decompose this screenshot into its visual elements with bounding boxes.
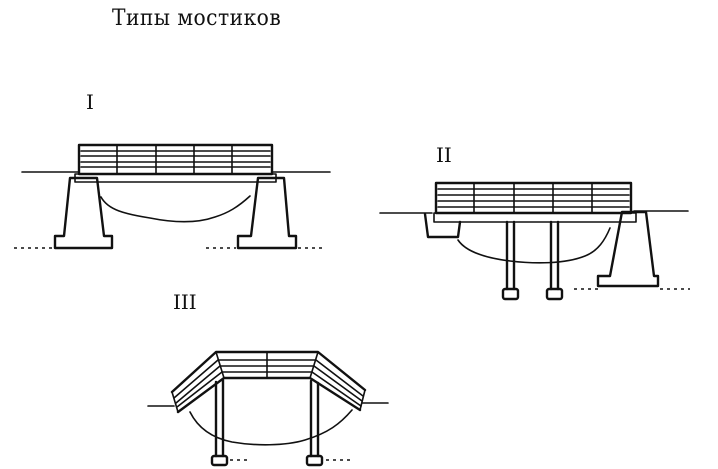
bridge-1-deck	[74, 143, 277, 183]
bridge-3-deck	[170, 350, 367, 414]
bridge-type-2-label: II	[436, 143, 452, 167]
bridge-type-3	[147, 350, 389, 467]
bridge-2-pile-right	[545, 220, 564, 301]
bridge-3-pile-right	[305, 379, 324, 467]
bridge-3-pile-left	[210, 378, 229, 467]
bridge-2-deck	[433, 181, 637, 223]
bridge-type-2	[379, 181, 690, 301]
bridge-type-1-label: I	[86, 90, 94, 114]
bridge-1-right-abutment	[236, 176, 298, 250]
bridge-1-stream-bed	[100, 195, 251, 223]
bridge-2-pile-left	[501, 220, 520, 301]
bridge-2-left-sill	[423, 212, 462, 239]
bridge-type-3-label: III	[173, 290, 197, 314]
bridge-2-right-abutment	[596, 210, 660, 288]
bridge-3-stream-bed	[189, 409, 353, 446]
bridge-1-left-abutment	[53, 176, 114, 250]
bridge-2-stream-bed	[457, 227, 611, 264]
bridge-type-1	[14, 143, 331, 250]
diagram-title: Типы мостиков	[112, 6, 282, 31]
